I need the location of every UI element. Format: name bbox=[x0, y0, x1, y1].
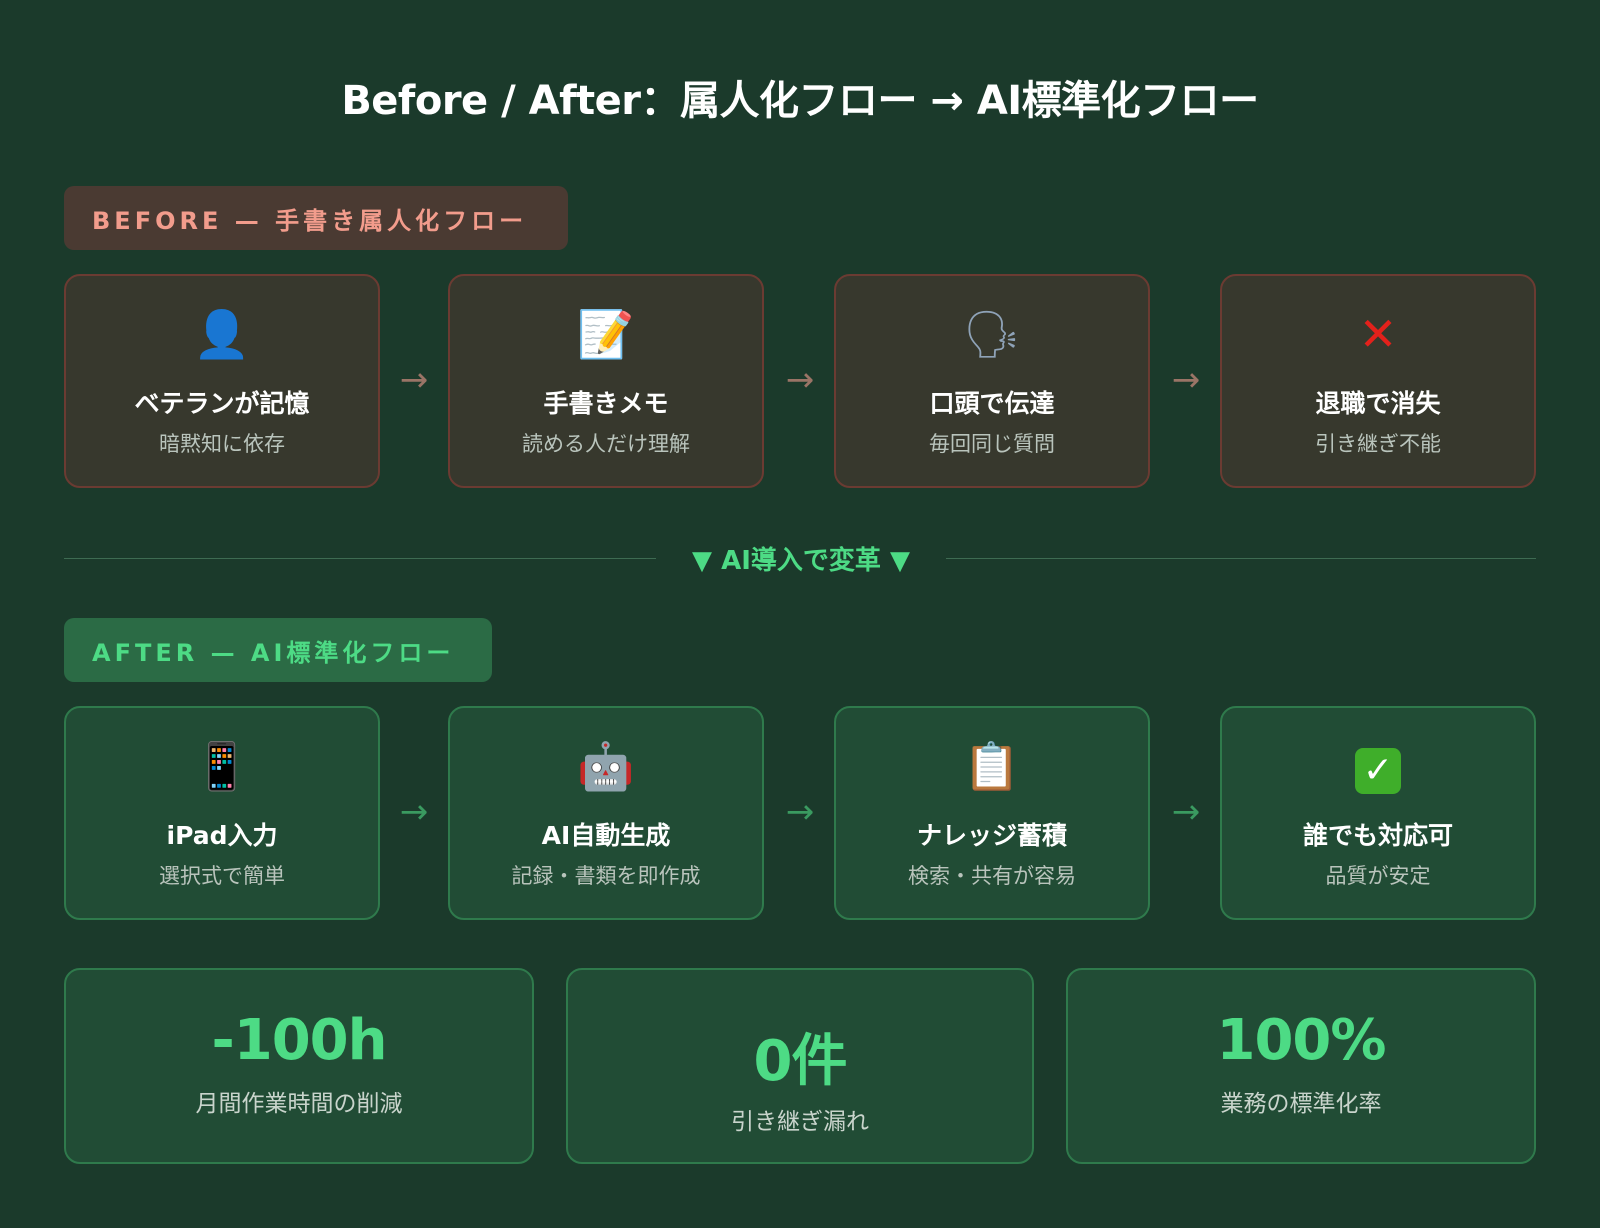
after-step-ipad-input: 📱 iPad入力 選択式で簡単 bbox=[64, 706, 380, 920]
step-title: 退職で消失 bbox=[1315, 389, 1441, 418]
stat-card-standardization-rate: 100% 業務の標準化率 bbox=[1066, 968, 1536, 1164]
cross-mark-icon: ✕ bbox=[1358, 307, 1398, 361]
step-subtitle: 記録・書類を即作成 bbox=[511, 864, 701, 888]
step-title: ベテランが記憶 bbox=[134, 389, 310, 418]
arrow-right-icon: → bbox=[785, 792, 815, 832]
person-icon: 👤 bbox=[193, 307, 251, 361]
stat-label: 月間作業時間の削減 bbox=[195, 1091, 403, 1117]
after-step-knowledge-accumulation: 📋 ナレッジ蓄積 検索・共有が容易 bbox=[834, 706, 1150, 920]
check-mark-icon: ✓ bbox=[1355, 748, 1401, 794]
before-step-verbal-handoff: 🗣 口頭で伝達 毎回同じ質問 bbox=[834, 274, 1150, 488]
step-subtitle: 読める人だけ理解 bbox=[522, 432, 690, 456]
stat-value: 100% bbox=[1216, 1008, 1386, 1073]
after-step-ai-generation: 🤖 AI自動生成 記録・書類を即作成 bbox=[448, 706, 764, 920]
memo-icon: 📝 bbox=[577, 307, 635, 361]
step-subtitle: 暗黙知に依存 bbox=[159, 432, 285, 456]
step-subtitle: 品質が安定 bbox=[1325, 864, 1431, 888]
step-title: 口頭で伝達 bbox=[929, 389, 1055, 418]
step-subtitle: 毎回同じ質問 bbox=[929, 432, 1055, 456]
stat-label: 業務の標準化率 bbox=[1220, 1091, 1382, 1117]
speaking-head-icon: 🗣 bbox=[962, 307, 1022, 361]
before-step-veteran-memory: 👤 ベテランが記憶 暗黙知に依存 bbox=[64, 274, 380, 488]
step-title: ナレッジ蓄積 bbox=[916, 821, 1067, 850]
before-flow: 👤 ベテランが記憶 暗黙知に依存 → 📝 手書きメモ 読める人だけ理解 → 🗣 … bbox=[64, 274, 1536, 488]
robot-icon: 🤖 bbox=[577, 739, 635, 793]
step-title: iPad入力 bbox=[166, 821, 278, 850]
stat-card-time-reduction: -100h 月間作業時間の削減 bbox=[64, 968, 534, 1164]
step-title: 手書きメモ bbox=[543, 389, 669, 418]
arrow-right-icon: → bbox=[785, 360, 815, 400]
arrow-right-icon: → bbox=[1171, 360, 1201, 400]
step-title: AI自動生成 bbox=[541, 821, 671, 850]
tablet-icon: 📱 bbox=[193, 739, 251, 793]
stat-label: 引き継ぎ漏れ bbox=[731, 1109, 869, 1135]
stat-value: 0件 bbox=[753, 1029, 848, 1094]
divider-line-left bbox=[64, 558, 656, 559]
after-step-anyone-can-handle: ✓ 誰でも対応可 品質が安定 bbox=[1220, 706, 1536, 920]
page-title: Before / After：属人化フロー → AI標準化フロー bbox=[341, 78, 1259, 124]
step-subtitle: 引き継ぎ不能 bbox=[1315, 432, 1441, 456]
after-section-tag: AFTER — AI標準化フロー bbox=[64, 618, 492, 682]
arrow-right-icon: → bbox=[399, 792, 429, 832]
arrow-right-icon: → bbox=[1171, 792, 1201, 832]
divider-label: ▼ AI導入で変革 ▼ bbox=[692, 546, 910, 576]
clipboard-icon: 📋 bbox=[963, 739, 1021, 793]
stat-card-handoff-gaps: 0件 引き継ぎ漏れ bbox=[566, 968, 1034, 1164]
step-subtitle: 検索・共有が容易 bbox=[908, 864, 1076, 888]
after-flow: 📱 iPad入力 選択式で簡単 → 🤖 AI自動生成 記録・書類を即作成 → 📋… bbox=[64, 706, 1536, 920]
before-step-lost-on-retirement: ✕ 退職で消失 引き継ぎ不能 bbox=[1220, 274, 1536, 488]
step-title: 誰でも対応可 bbox=[1302, 821, 1453, 850]
stat-value: -100h bbox=[211, 1008, 387, 1073]
transformation-divider: ▼ AI導入で変革 ▼ bbox=[64, 536, 1536, 576]
step-subtitle: 選択式で簡単 bbox=[159, 864, 285, 888]
divider-line-right bbox=[946, 558, 1536, 559]
arrow-right-icon: → bbox=[399, 360, 429, 400]
before-step-handwritten-memo: 📝 手書きメモ 読める人だけ理解 bbox=[448, 274, 764, 488]
before-section-tag: BEFORE — 手書き属人化フロー bbox=[64, 186, 568, 250]
